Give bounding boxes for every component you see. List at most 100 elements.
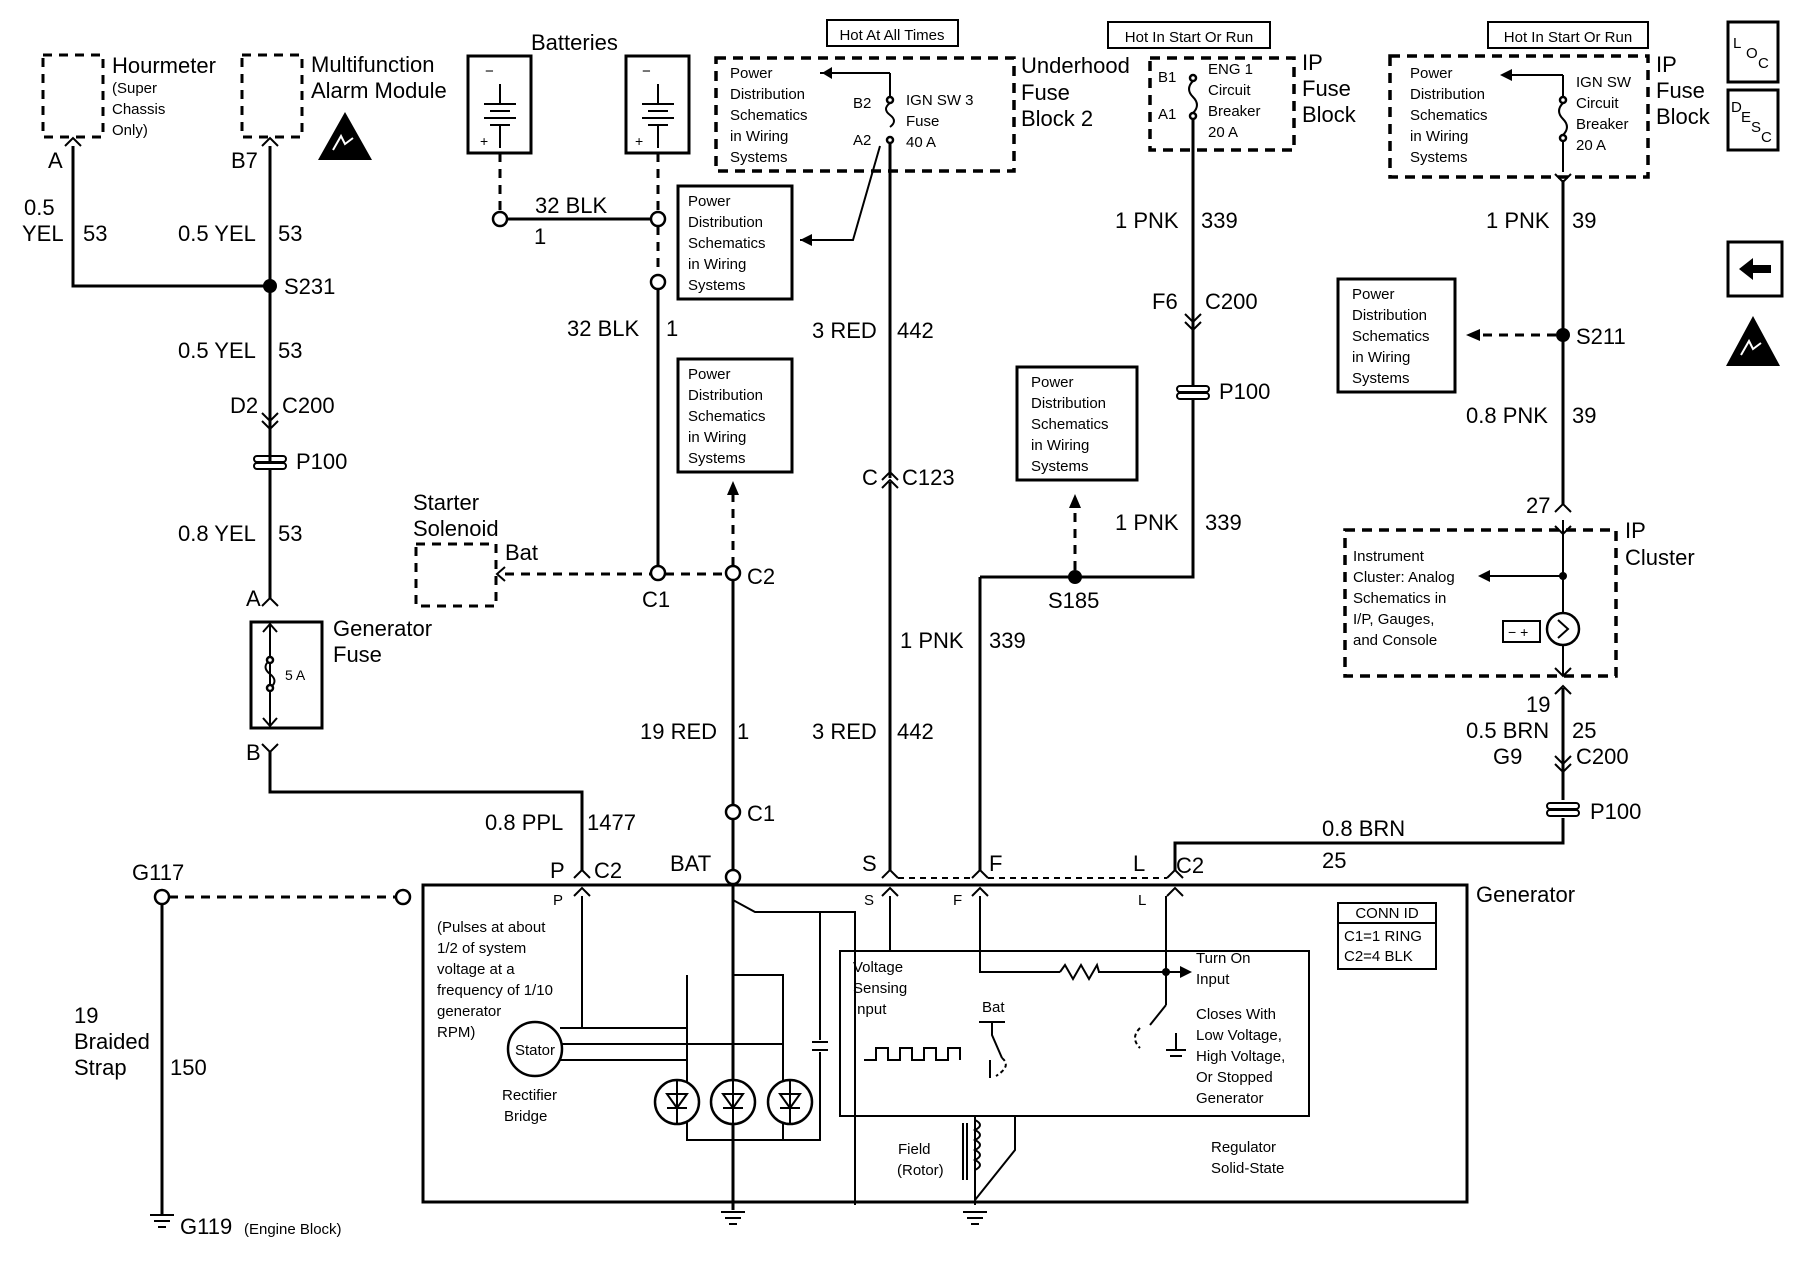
- svg-text:Breaker: Breaker: [1208, 103, 1261, 120]
- svg-text:Systems: Systems: [730, 149, 788, 166]
- svg-text:Distribution: Distribution: [1031, 395, 1106, 412]
- svg-text:G9: G9: [1493, 744, 1522, 769]
- svg-text:Voltage: Voltage: [853, 959, 903, 976]
- svg-text:Bridge: Bridge: [504, 1108, 547, 1125]
- starter-solenoid: [414, 542, 498, 608]
- svg-text:IP: IP: [1302, 50, 1323, 75]
- svg-text:19: 19: [74, 1003, 98, 1028]
- svg-text:ENG 1: ENG 1: [1208, 61, 1253, 78]
- svg-text:Rectifier: Rectifier: [502, 1087, 557, 1104]
- svg-text:Systems: Systems: [1031, 458, 1089, 475]
- svg-text:Field: Field: [898, 1141, 931, 1158]
- svg-text:(Pulses at about: (Pulses at about: [437, 919, 546, 936]
- svg-text:P100: P100: [296, 449, 347, 474]
- svg-text:Schematics: Schematics: [1352, 328, 1430, 345]
- svg-text:32 BLK: 32 BLK: [567, 316, 639, 341]
- svg-text:C1: C1: [642, 587, 670, 612]
- eng1-breaker-symbol: [1188, 80, 1198, 114]
- svg-text:1 PNK: 1 PNK: [900, 628, 964, 653]
- svg-text:Power: Power: [1410, 65, 1453, 82]
- svg-text:53: 53: [278, 338, 302, 363]
- svg-text:Regulator: Regulator: [1211, 1139, 1276, 1156]
- svg-text:Underhood: Underhood: [1021, 53, 1130, 78]
- svg-text:Systems: Systems: [688, 277, 746, 294]
- svg-text:20 A: 20 A: [1208, 124, 1238, 141]
- svg-text:20 A: 20 A: [1576, 137, 1606, 154]
- svg-text:A2: A2: [853, 132, 871, 149]
- svg-text:Circuit: Circuit: [1576, 95, 1619, 112]
- esd-warning-icon: [318, 112, 372, 160]
- svg-text:P: P: [550, 858, 565, 883]
- svg-text:0.8 PPL: 0.8 PPL: [485, 810, 563, 835]
- svg-text:Systems: Systems: [1410, 149, 1468, 166]
- svg-text:Distribution: Distribution: [730, 86, 805, 103]
- svg-text:BAT: BAT: [670, 851, 711, 876]
- svg-text:25: 25: [1322, 848, 1346, 873]
- svg-text:(Rotor): (Rotor): [897, 1162, 944, 1179]
- svg-text:53: 53: [278, 221, 302, 246]
- svg-text:Stator: Stator: [515, 1042, 555, 1059]
- svg-text:Breaker: Breaker: [1576, 116, 1629, 133]
- svg-text:Power: Power: [688, 366, 731, 383]
- svg-text:− +: − +: [1508, 624, 1528, 640]
- svg-text:0.5: 0.5: [24, 195, 55, 220]
- svg-text:Hot In Start Or Run: Hot In Start Or Run: [1504, 29, 1632, 46]
- svg-text:Generator: Generator: [1476, 882, 1575, 907]
- svg-text:Hot At All Times: Hot At All Times: [839, 27, 944, 44]
- svg-text:Alarm Module: Alarm Module: [311, 78, 447, 103]
- svg-text:27: 27: [1526, 493, 1550, 518]
- svg-text:C1=1 RING: C1=1 RING: [1344, 928, 1422, 945]
- svg-text:Low Voltage,: Low Voltage,: [1196, 1027, 1282, 1044]
- svg-text:F6: F6: [1152, 289, 1178, 314]
- svg-text:Solid-State: Solid-State: [1211, 1160, 1284, 1177]
- svg-text:53: 53: [83, 221, 107, 246]
- svg-text:in Wiring: in Wiring: [688, 429, 746, 446]
- svg-text:1/2 of system: 1/2 of system: [437, 940, 526, 957]
- svg-text:1 PNK: 1 PNK: [1486, 208, 1550, 233]
- svg-text:+: +: [480, 133, 488, 149]
- svg-text:S231: S231: [284, 274, 335, 299]
- svg-text:−: −: [485, 63, 494, 80]
- svg-text:Power: Power: [688, 193, 731, 210]
- svg-text:1 PNK: 1 PNK: [1115, 208, 1179, 233]
- svg-text:−: −: [642, 63, 651, 80]
- svg-text:Hot In Start Or Run: Hot In Start Or Run: [1125, 29, 1253, 46]
- svg-text:L: L: [1133, 851, 1145, 876]
- svg-text:Systems: Systems: [1352, 370, 1410, 387]
- svg-text:339: 339: [1205, 510, 1242, 535]
- resistor: [1059, 962, 1100, 982]
- svg-text:C2=4 BLK: C2=4 BLK: [1344, 948, 1413, 965]
- svg-text:Schematics: Schematics: [730, 107, 808, 124]
- svg-text:B7: B7: [231, 148, 258, 173]
- description-icon[interactable]: D E S C: [1726, 88, 1780, 152]
- svg-text:Block 2: Block 2: [1021, 106, 1093, 131]
- location-icon[interactable]: L O C: [1726, 20, 1780, 84]
- svg-text:Fuse: Fuse: [1021, 80, 1070, 105]
- back-arrow-icon[interactable]: [1726, 240, 1784, 298]
- svg-text:442: 442: [897, 318, 934, 343]
- svg-text:Power: Power: [730, 65, 773, 82]
- svg-text:Schematics: Schematics: [1031, 416, 1109, 433]
- svg-text:P100: P100: [1590, 799, 1641, 824]
- svg-text:1: 1: [666, 316, 678, 341]
- svg-text:Or Stopped: Or Stopped: [1196, 1069, 1273, 1086]
- svg-text:339: 339: [989, 628, 1026, 653]
- p100-grommet-center: [1176, 385, 1210, 400]
- svg-text:S: S: [862, 851, 877, 876]
- batteries-title: Batteries: [531, 30, 618, 55]
- connector-id-box: CONN ID C1=1 RING C2=4 BLK: [1337, 902, 1437, 970]
- svg-text:1477: 1477: [587, 810, 636, 835]
- svg-text:in Wiring: in Wiring: [688, 256, 746, 273]
- power-distribution-ref-box-4: Power Distribution Schematics in Wiring …: [1336, 277, 1457, 394]
- svg-text:0.5 BRN: 0.5 BRN: [1466, 718, 1549, 743]
- stator: Stator: [506, 1020, 564, 1078]
- ign-sw3-fuse-symbol: [885, 102, 895, 128]
- svg-text:P100: P100: [1219, 379, 1270, 404]
- svg-text:+: +: [635, 133, 643, 149]
- svg-text:D2: D2: [230, 393, 258, 418]
- svg-text:in Wiring: in Wiring: [1410, 128, 1468, 145]
- svg-text:C200: C200: [1576, 744, 1629, 769]
- svg-text:D: D: [1731, 99, 1742, 116]
- svg-text:39: 39: [1572, 403, 1596, 428]
